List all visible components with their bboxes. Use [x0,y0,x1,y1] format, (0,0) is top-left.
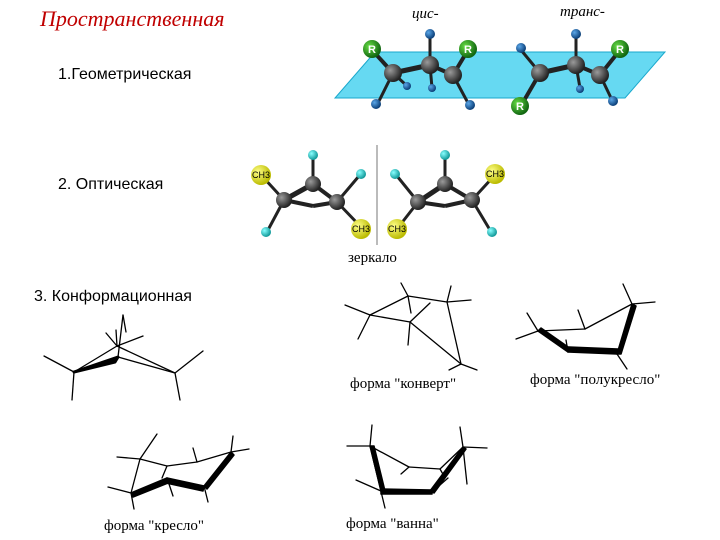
conformation-envelope [345,283,477,370]
hydrogen-atom [571,29,581,39]
carbon-atom [410,194,426,210]
carbon-atom [305,176,321,192]
methyl-label: CH3 [352,224,370,234]
r-label: R [464,44,472,56]
hydrogen-atom [356,169,366,179]
conformation-half-chair [516,284,655,369]
carbon-atom [437,176,453,192]
r-label: R [368,44,376,56]
hydrogen-atom [403,82,411,90]
hydrogen-atom [608,96,618,106]
conformation-chair [108,434,249,509]
carbon-atom [421,56,439,74]
carbon-atom [384,64,402,82]
carbon-atom [464,192,480,208]
methyl-label: CH3 [486,169,504,179]
carbon-atom [531,64,549,82]
carbon-atom [329,194,345,210]
carbon-atom [444,66,462,84]
conformation-boat [347,425,487,508]
optical-isomers: CH3 CH3 CH3 CH3 [251,145,505,245]
carbon-atom [591,66,609,84]
hydrogen-atom [487,227,497,237]
geometric-isomers: R R R R [335,29,665,115]
methyl-label: CH3 [388,224,406,234]
r-label: R [516,101,524,113]
hydrogen-atom [308,150,318,160]
conformation-perspective [44,315,203,400]
right-enantiomer: CH3 CH3 [387,150,505,239]
hydrogen-atom [390,169,400,179]
methyl-label: CH3 [252,170,270,180]
carbon-atom [567,56,585,74]
hydrogen-atom [465,100,475,110]
hydrogen-atom [371,99,381,109]
hydrogen-atom [576,85,584,93]
left-enantiomer: CH3 CH3 [251,150,371,239]
hydrogen-atom [428,84,436,92]
hydrogen-atom [440,150,450,160]
hydrogen-atom [425,29,435,39]
hydrogen-atom [516,43,526,53]
r-label: R [616,44,624,56]
carbon-atom [276,192,292,208]
hydrogen-atom [261,227,271,237]
